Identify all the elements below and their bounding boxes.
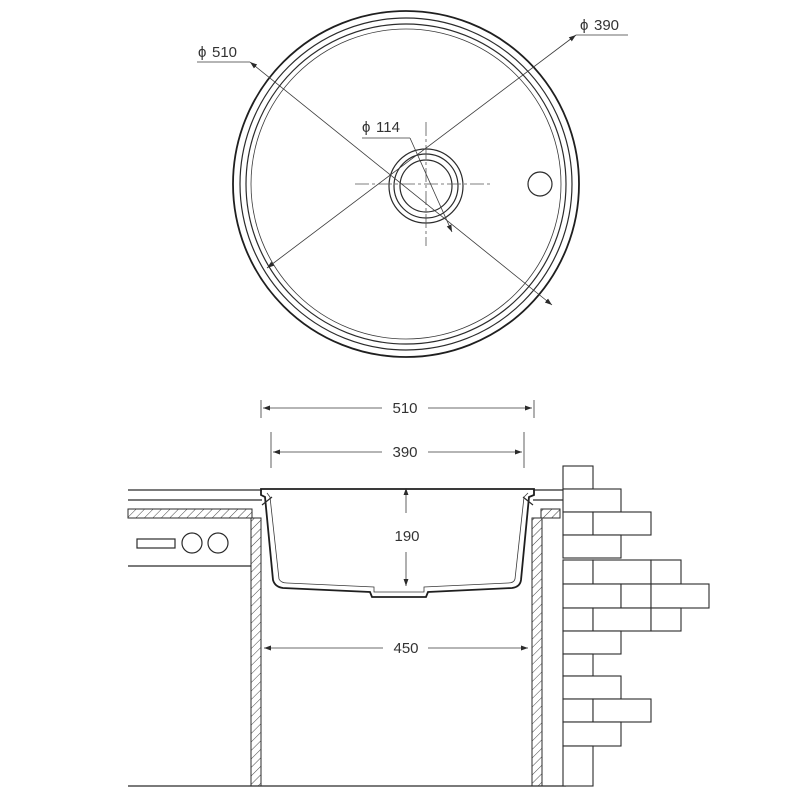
plan-view: ϕ 510 ϕ 390 ϕ 114 [197,10,628,358]
brick [562,607,594,632]
brick [562,511,594,536]
diameter-symbol-114: ϕ [362,119,370,136]
brick [562,465,594,490]
brick [562,583,622,609]
brick [562,698,594,723]
brick [562,559,594,585]
leader-390 [266,34,577,269]
label-width-390: 390 [392,444,417,461]
sink-flange-right [522,496,534,506]
brick [620,583,652,609]
brick [562,745,594,787]
brick [562,653,594,677]
leader-510 [249,61,553,306]
cabinet-wall-left [250,517,262,787]
brick [592,607,652,632]
brick [562,630,622,655]
sink-outer-rim [232,10,580,358]
label-diameter-114: 114 [376,119,400,136]
diameter-symbol-510: ϕ [198,44,206,61]
brick [592,698,652,723]
label-diameter-510: 510 [212,44,237,61]
sink-flange-left [261,496,273,506]
tap-hole [527,171,553,197]
brick [592,559,652,585]
label-width-510: 510 [392,400,417,417]
brick [650,559,682,585]
brick [650,607,682,632]
brick-wall [562,465,710,787]
cabinet-wall-right [531,517,543,787]
appliance-knob-1 [181,532,203,554]
label-diameter-390: 390 [594,17,619,34]
diameter-symbol-390: ϕ [580,17,588,34]
section-view: 510 390 190 450 [127,400,710,787]
appliance-display [136,538,176,549]
brick [562,721,622,747]
sink-profile-inner [266,492,529,593]
brick [562,534,622,559]
hatched-shelf-left [127,508,253,519]
label-width-450: 450 [393,640,418,657]
hatched-shelf-right [540,508,561,519]
appliance-knob-2 [207,532,229,554]
leader-114 [409,137,453,233]
sink-profile-outer [260,488,535,598]
brick [650,583,710,609]
brick [562,488,622,513]
brick [562,675,622,700]
brick [592,511,652,536]
label-depth-190: 190 [394,528,419,545]
